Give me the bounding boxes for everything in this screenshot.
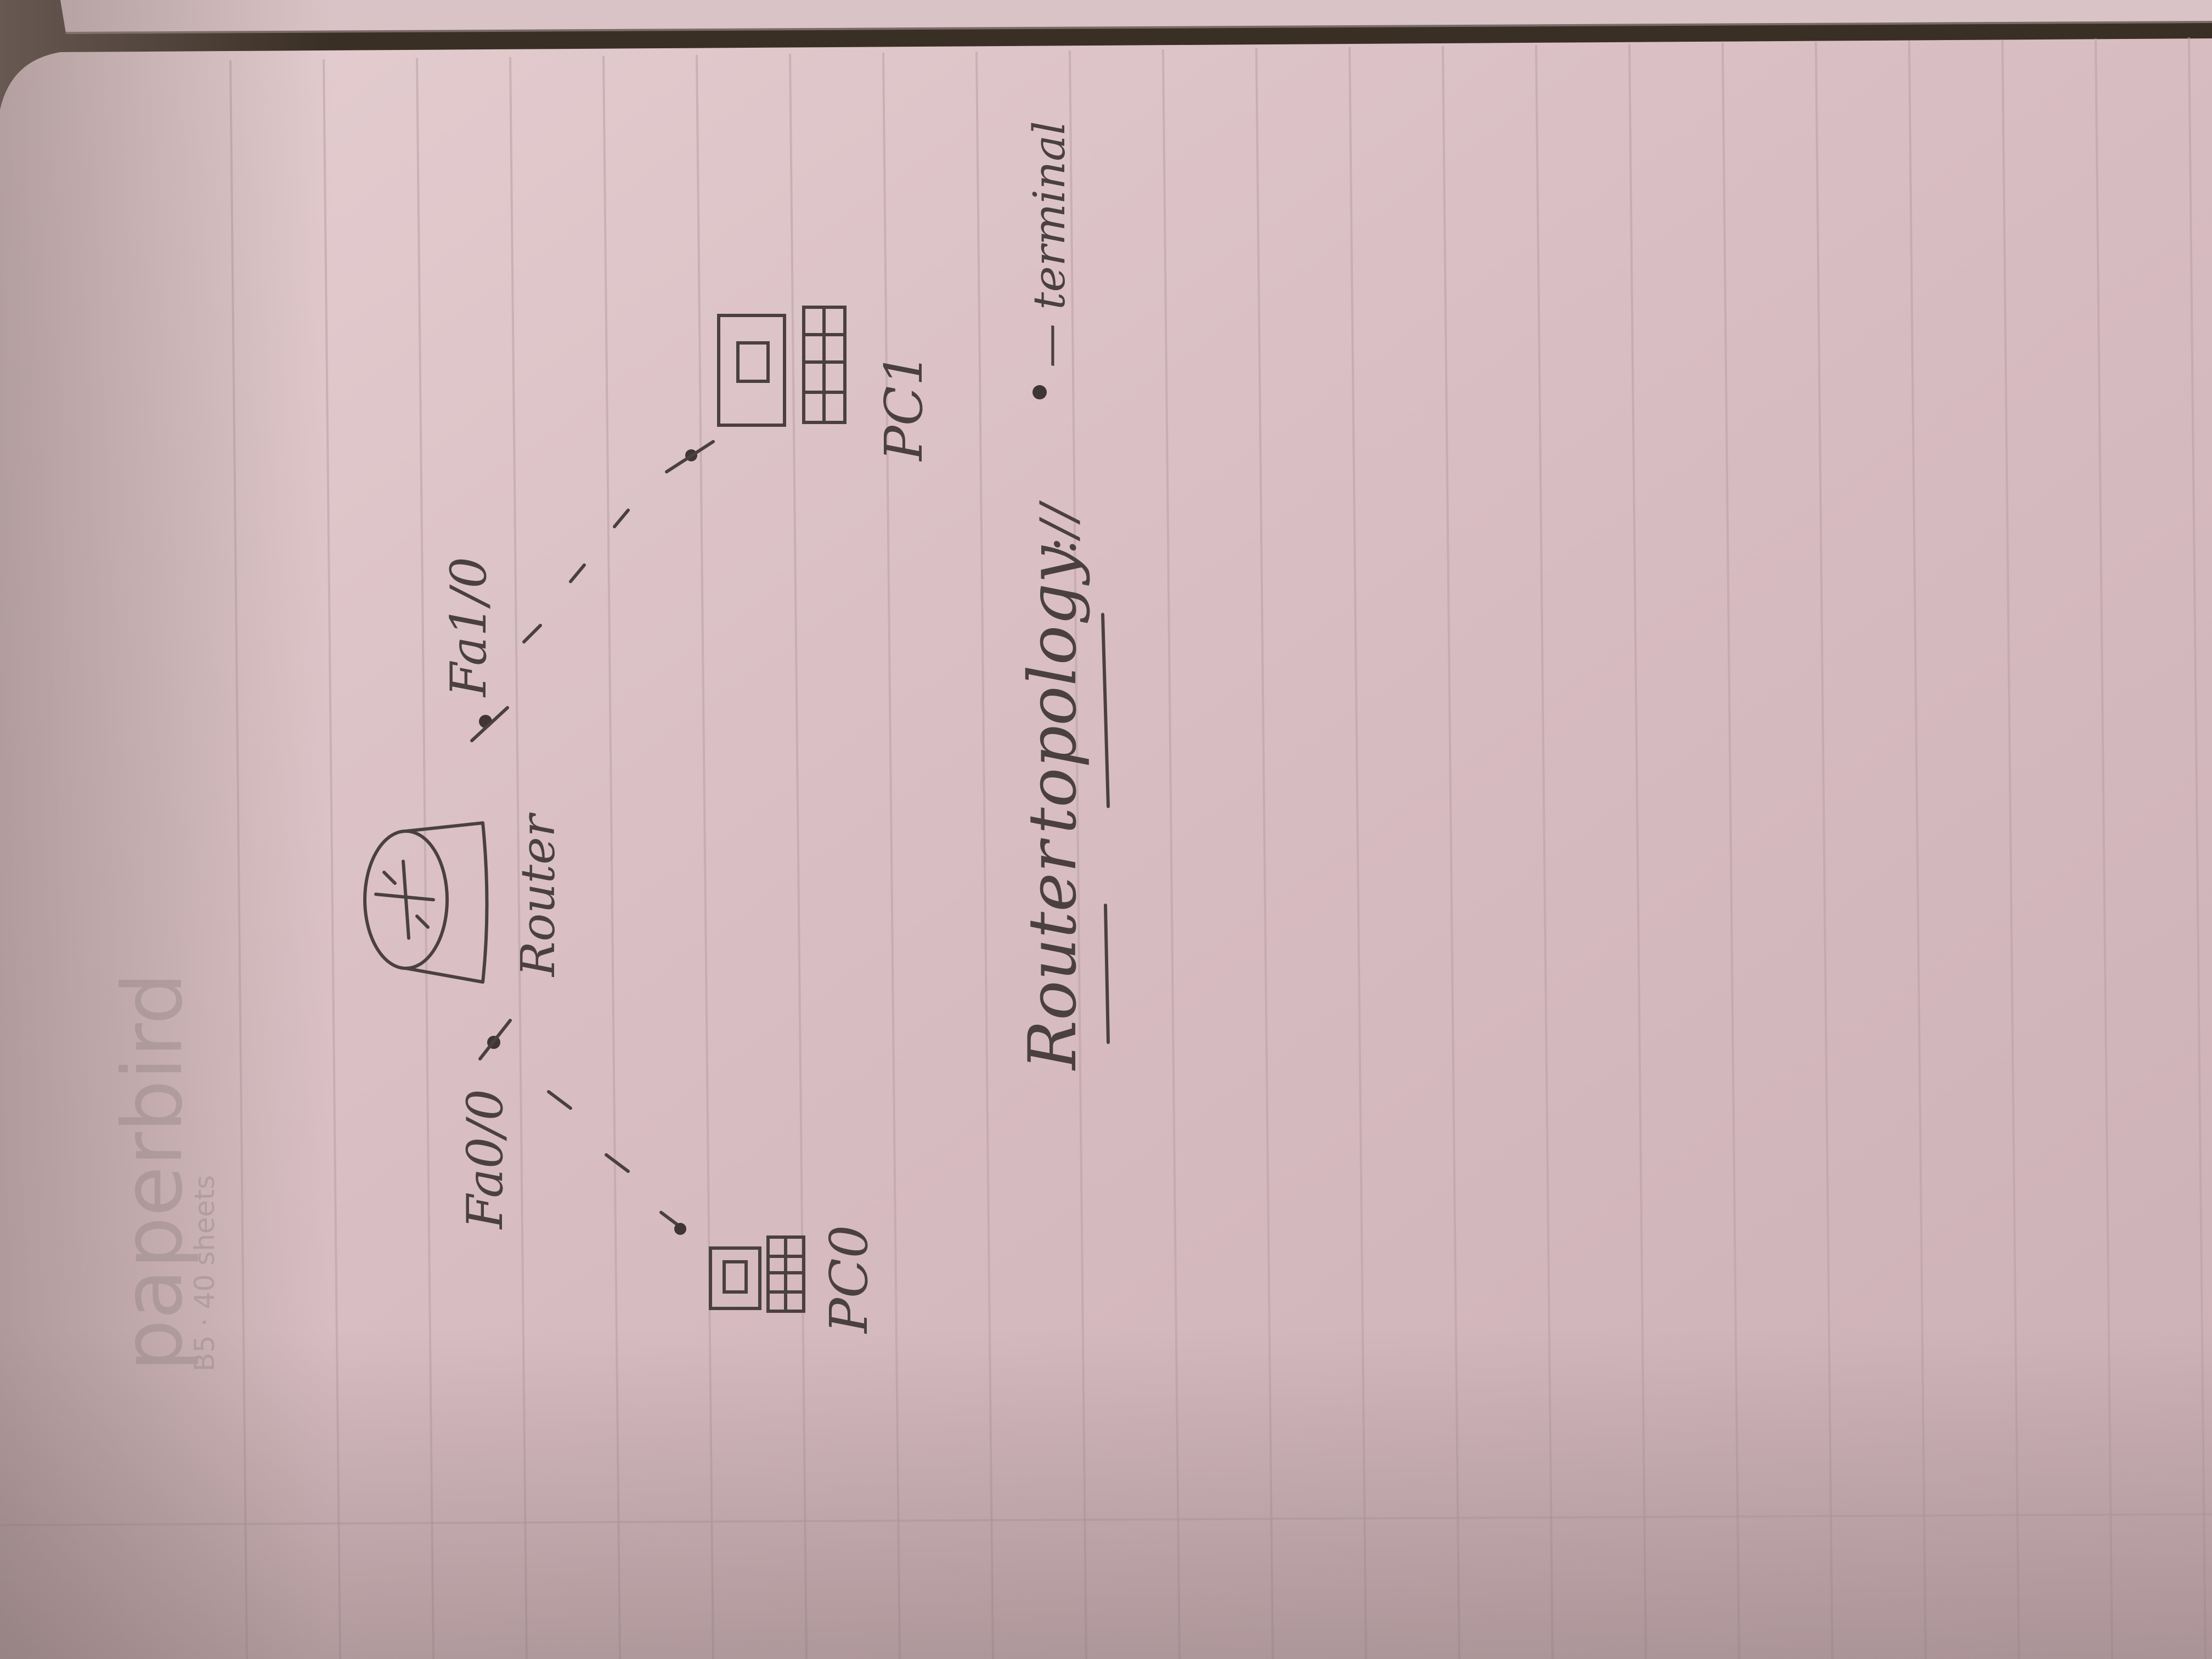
legend-dot [1032, 385, 1047, 399]
router-icon [363, 821, 489, 984]
pc0-icon [709, 1235, 805, 1313]
title-router-underline [1104, 904, 1110, 1044]
router-port-left-stub [478, 1019, 512, 1060]
svg-text:B5 · 40 sheets: B5 · 40 sheets [189, 1175, 221, 1372]
title-topology-underline [1101, 613, 1110, 808]
brand-watermark: paperbird B5 · 40 sheets [105, 973, 221, 1372]
pc1-port-stub [665, 440, 715, 473]
router-label: Router [511, 812, 566, 978]
router-topology-diagram: Router Fa0/0 Fa1/0 [363, 121, 1110, 1334]
router-port-right-stub [470, 706, 509, 742]
pc0-port-dot [674, 1223, 686, 1235]
pc1-icon [717, 306, 847, 427]
title-router: Router [1015, 838, 1091, 1071]
legend-terminal: — terminal [1024, 121, 1075, 368]
pc1-label: PC1 [874, 353, 934, 462]
link-router-pc1 [522, 509, 630, 644]
pc0-label: PC0 [819, 1225, 879, 1334]
title-topology: topology [1015, 545, 1091, 834]
port-fa0-0-label: Fa0/0 [456, 1089, 514, 1230]
port-fa1-0-label: Fa1/0 [440, 557, 498, 698]
title-suffix: :// [1030, 500, 1087, 554]
svg-text:paperbird: paperbird [105, 973, 201, 1372]
